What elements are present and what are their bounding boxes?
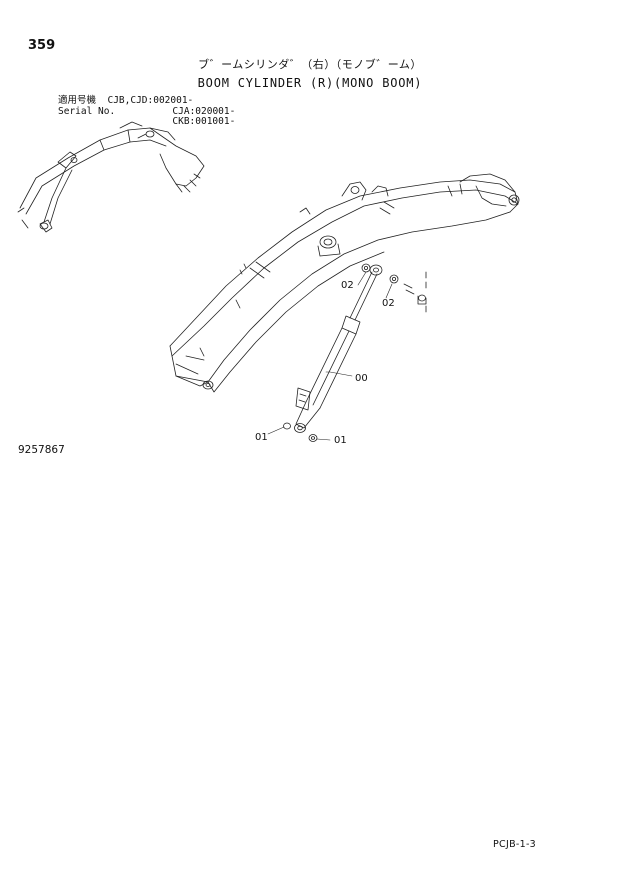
callout-00: 00 [355,373,368,384]
serial-entry-3: CKB:001001- [172,116,236,127]
thumbnail-excavator-arm [17,121,205,233]
fastener-parts [283,263,427,442]
drawing-number: 9257867 [18,444,65,456]
serial-number-table: 適用号機 CJB,CJD:002001- Serial No. CJA:0200… [58,95,236,128]
callout-leaders [267,271,393,441]
boom-cylinder-drawing [294,264,383,433]
callout-02a: 02 [341,280,354,291]
serial-label-jp: 適用号機 [58,95,97,106]
title-english: BOOM CYLINDER (R)(MONO BOOM) [197,76,423,90]
title-japanese: ブ゛ームシリンダ゛（右）（モノブ゛ーム） [198,58,422,71]
serial-label-en: Serial No. [58,105,116,117]
serial-row-1: 適用号機 CJB,CJD:002001- [58,95,235,107]
callout-01b: 01 [334,435,347,446]
callout-01a: 01 [255,432,268,443]
boom-drawing [169,173,520,393]
serial-entry-2: CJA:020001- [172,105,236,117]
page-code: PCJB-1-3 [493,839,537,850]
page-number: 359 [28,38,56,53]
serial-row-2: Serial No. CJA:020001- [58,105,236,118]
callout-02b: 02 [382,298,395,309]
serial-row-3: CKB:001001- [58,116,236,128]
serial-entry-1: CJB,CJD:002001- [107,95,194,106]
